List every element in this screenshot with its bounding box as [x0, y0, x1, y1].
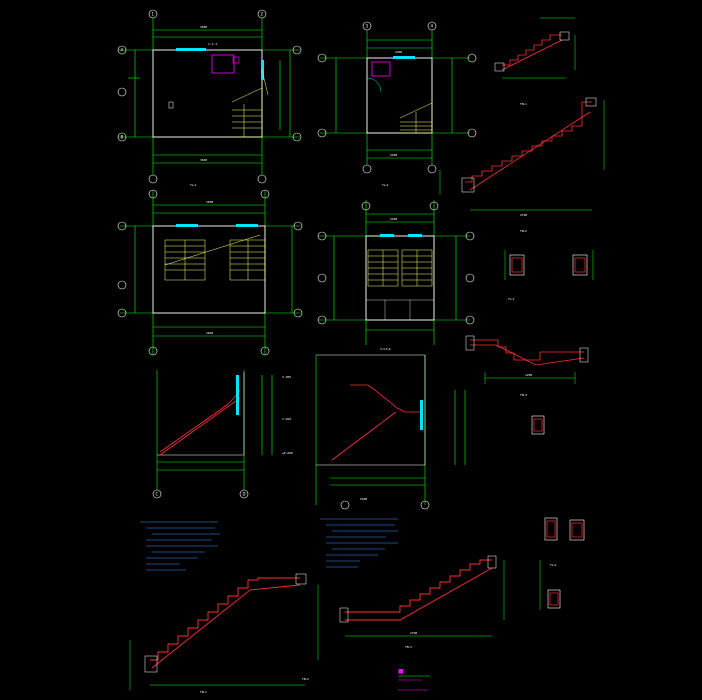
svg-text:2400: 2400 — [390, 217, 397, 221]
svg-text:TB-1: TB-1 — [199, 690, 207, 694]
stair-section-tb2: 2700 TB-2 — [439, 97, 605, 233]
svg-text:3.300: 3.300 — [282, 375, 291, 379]
svg-text:C: C — [156, 492, 159, 497]
stair-section-bottom-left: TB-1 TB-2 — [129, 573, 319, 694]
plan-view-2: 2400 2400 TL-2 — [317, 21, 477, 187]
svg-text:TB-1: TB-1 — [519, 102, 527, 106]
svg-text:1.650: 1.650 — [282, 417, 291, 421]
stair-section-tb1: TB-1 — [494, 17, 576, 106]
svg-text:A: A — [121, 48, 124, 53]
svg-text:2400: 2400 — [395, 50, 402, 54]
svg-text:TB-2: TB-2 — [301, 677, 309, 681]
beam-details: TL-1 TL-2 — [504, 250, 594, 610]
svg-text:1: 1 — [152, 12, 155, 17]
svg-text:2700: 2700 — [410, 631, 417, 635]
axis-bubble-labels: 1 2 A B 3 4 C D — [121, 12, 434, 497]
notes-block-2 — [320, 518, 398, 568]
svg-text:3600: 3600 — [200, 158, 207, 162]
svg-text:TB-3: TB-3 — [519, 393, 527, 397]
svg-text:3600: 3600 — [206, 331, 213, 335]
drawing-title-block: ■ — [398, 668, 430, 691]
section-view-2: 5400 — [315, 354, 466, 510]
svg-text:TB-2: TB-2 — [519, 229, 527, 233]
svg-text:TB-3: TB-3 — [404, 645, 412, 649]
svg-text:5400: 5400 — [360, 497, 367, 501]
plan-view-1: 1.2.3 3600 3600 TL-1 — [117, 9, 302, 187]
svg-text:±0.000: ±0.000 — [282, 451, 293, 455]
plan1-label: 1.2.3 — [208, 42, 217, 46]
svg-text:2400: 2400 — [390, 153, 397, 157]
svg-text:4: 4 — [431, 24, 434, 29]
svg-text:TL-2: TL-2 — [381, 183, 389, 187]
svg-text:D: D — [243, 492, 246, 497]
svg-text:3600: 3600 — [200, 25, 207, 29]
svg-text:3: 3 — [366, 24, 369, 29]
notes-block-1 — [140, 521, 220, 571]
plan-view-4: 2400 3.4.5.6 — [317, 200, 475, 351]
svg-text:2700: 2700 — [520, 213, 527, 217]
drawing-mark: ■ — [398, 668, 404, 675]
svg-text:TL-2: TL-2 — [549, 563, 557, 567]
svg-text:3600: 3600 — [206, 200, 213, 204]
stair-section-bottom-middle: 2700 TB-3 — [339, 555, 505, 649]
plan4-label: 3.4.5.6 — [380, 347, 391, 351]
svg-text:TL-1: TL-1 — [189, 183, 197, 187]
svg-text:B: B — [121, 135, 124, 140]
svg-text:1200: 1200 — [525, 373, 532, 377]
svg-text:TL-1: TL-1 — [507, 297, 515, 301]
section-view-1: 3.300 1.650 ±0.000 — [152, 370, 293, 499]
plan-view-3: 3600 3600 — [117, 189, 303, 356]
landing-section: 1200 TB-3 — [465, 335, 589, 397]
svg-text:2: 2 — [261, 12, 264, 17]
